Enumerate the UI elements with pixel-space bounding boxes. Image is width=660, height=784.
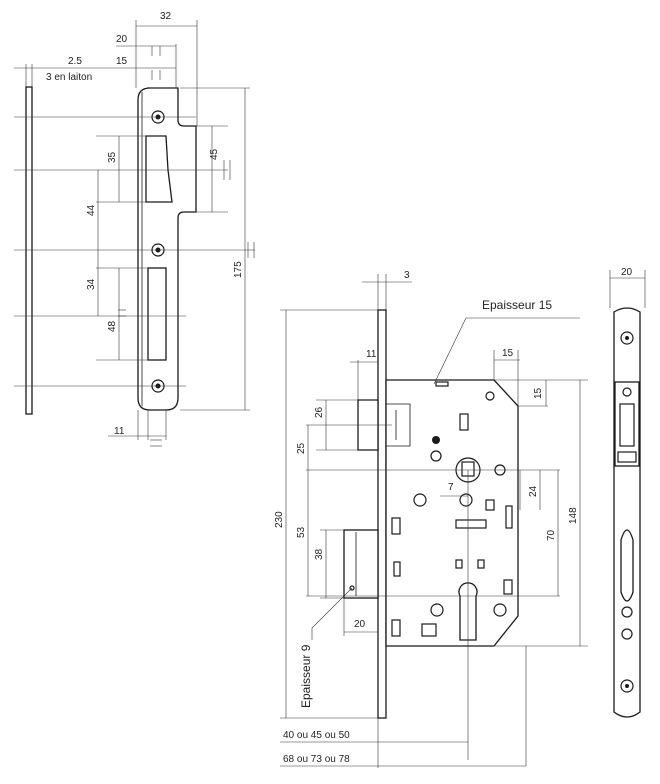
lock-dim-26: 26 [314, 406, 325, 418]
lock-dim-38: 38 [314, 548, 325, 560]
strike-dim-34: 34 [86, 278, 97, 290]
strike-dim-44: 44 [86, 204, 97, 216]
strike-dimension-lines [14, 25, 255, 447]
lock-dim-148: 148 [568, 507, 579, 524]
strike-dim-32: 32 [160, 11, 172, 22]
faceplate-screw-top-center [625, 336, 629, 340]
lock-dim-25: 25 [296, 442, 307, 454]
lock-epaisseur-9: Epaisseur 9 [299, 644, 313, 708]
faceplate-outline [613, 307, 641, 718]
strike-extension-lines [14, 20, 255, 440]
faceplate-screw-lower-1 [621, 606, 633, 618]
strike-dim-11: 11 [114, 426, 125, 437]
lock-dim-53: 53 [296, 526, 307, 538]
lock-dim-7: 7 [448, 482, 454, 493]
strike-dim-15: 15 [116, 56, 128, 67]
case-screw-3 [430, 603, 444, 617]
lock-dim-24: 24 [528, 485, 539, 497]
lock-front-plate [377, 309, 387, 719]
lock-dim-15-horizontal: 15 [502, 348, 514, 359]
faceplate-bolt-slot [620, 529, 634, 602]
case-slots [391, 381, 513, 637]
lock-extension-lines [280, 274, 588, 768]
lock-epaisseur-15: Epaisseur 15 [482, 298, 552, 312]
faceplate-latch-screw [622, 387, 632, 397]
case-spring-mark [432, 436, 440, 444]
lock-body-view: 3 Epaisseur 15 11 15 15 26 25 7 24 148 5… [274, 270, 588, 768]
faceplate-latch-head [619, 403, 635, 447]
strike-dim-45: 45 [209, 148, 220, 160]
case-screw-7 [485, 391, 495, 401]
faceplate-screw-bottom-center [625, 684, 629, 688]
faceplate-front-view: 20 [609, 267, 646, 718]
strike-bolt-slot [147, 267, 167, 361]
strike-side-profile [25, 86, 33, 415]
dead-bolt [343, 529, 379, 599]
lock-dim-230: 230 [274, 511, 285, 528]
strike-dim-35: 35 [107, 151, 118, 163]
faceplate-dim-20: 20 [621, 267, 633, 278]
faceplate-screw-lower-2 [621, 628, 633, 640]
strike-dim-175: 175 [233, 261, 244, 278]
case-screw-4 [493, 603, 507, 617]
faceplate-latch-base [617, 451, 637, 463]
lock-total-depth-options: 68 ou 73 ou 78 [283, 754, 350, 765]
lock-dim-3: 3 [404, 270, 410, 281]
case-screw-1 [413, 493, 427, 507]
strike-latch-slot [145, 135, 173, 203]
strike-dim-2-5: 2.5 [68, 56, 82, 67]
lock-backset-options: 40 ou 45 ou 50 [283, 730, 350, 741]
lock-dim-15-vertical: 15 [533, 387, 544, 399]
case-screw-2 [459, 493, 473, 507]
strike-dim-48: 48 [107, 320, 118, 332]
lock-dim-70: 70 [546, 529, 557, 541]
case-screw-5 [430, 450, 442, 462]
lock-dimension-lines [280, 281, 581, 767]
strike-dim-20: 20 [116, 34, 128, 45]
latch-bolt-tail [386, 403, 411, 447]
lock-dim-20: 20 [354, 619, 366, 630]
strike-plate-view: 32 20 15 2.5 3 en laiton 35 45 44 34 48 … [14, 11, 255, 447]
strike-laiton-label: 3 en laiton [46, 72, 92, 83]
lock-dim-11: 11 [366, 349, 377, 360]
